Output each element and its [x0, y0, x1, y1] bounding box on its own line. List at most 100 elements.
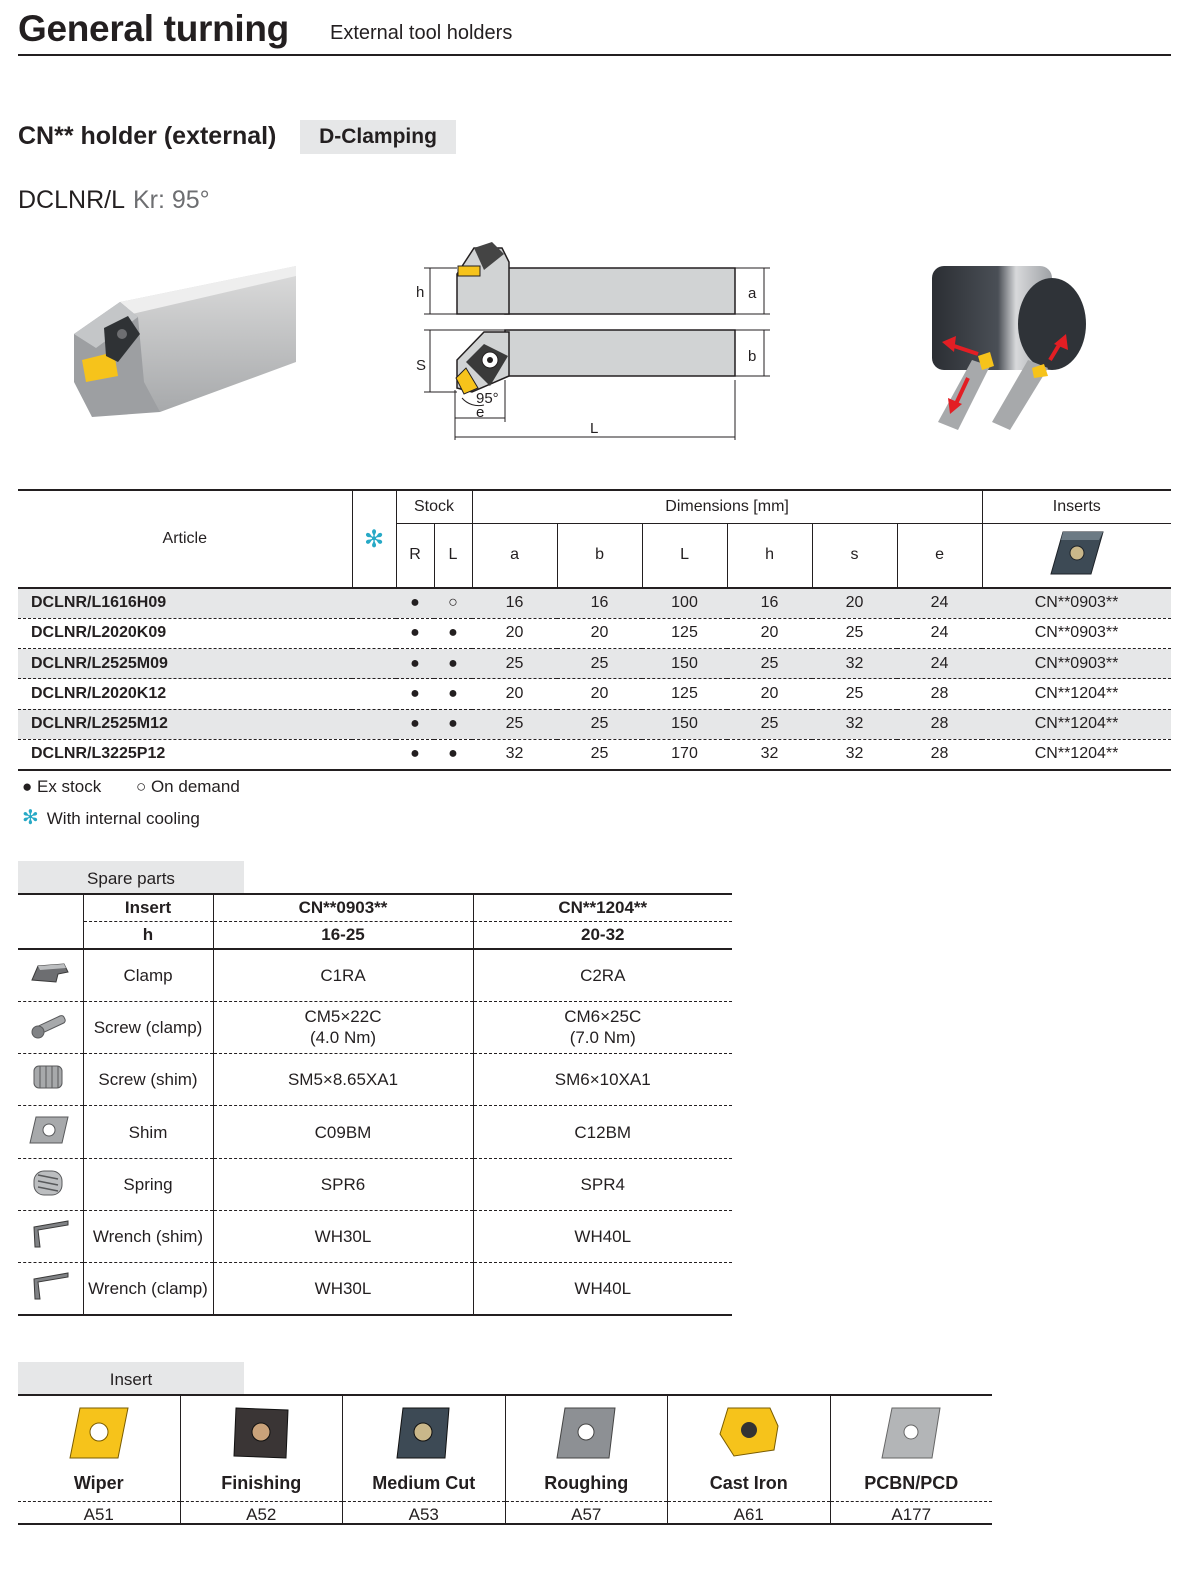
- dim-L-header: L: [641, 523, 728, 589]
- screw-clamp-icon: [18, 1001, 83, 1055]
- sp-part-name: Clamp: [82, 949, 213, 1002]
- dim-a-label: a: [748, 285, 757, 302]
- spare-parts-label: Spare parts: [18, 861, 244, 894]
- dim-s-label: S: [416, 357, 426, 374]
- insert-image-header: [981, 523, 1171, 589]
- dim-h-label: h: [416, 284, 424, 301]
- cooling-header: ✻: [351, 490, 396, 589]
- article-table: Article ✻ Stock Dimensions [mm] Inserts …: [18, 489, 1171, 771]
- insert-wiper-icon: [69, 1407, 129, 1459]
- sp-v1: WH30L: [314, 1279, 372, 1299]
- sp-insert-label: Insert: [82, 893, 213, 922]
- stock-l-cell: ●: [434, 678, 473, 710]
- sp-v2: SM6×10XA1: [554, 1070, 651, 1090]
- insert-cell: CN**0903**: [982, 648, 1171, 680]
- article-cell: DCLNR/L2525M12: [18, 709, 352, 740]
- insert-cell: CN**1204**: [982, 739, 1171, 771]
- cooling-cell: [352, 588, 396, 619]
- sp-col1-insert: CN**0903**: [212, 893, 473, 922]
- legend-ex-stock: ● Ex stock: [22, 777, 102, 796]
- stock-r-header: R: [395, 523, 434, 589]
- stock-l-cell: ●: [434, 739, 473, 771]
- stock-r-cell: ●: [396, 709, 434, 740]
- dim-L-cell: 150: [642, 709, 728, 740]
- dim-b-cell: 25: [557, 709, 643, 740]
- insert-cell: CN**1204**: [982, 678, 1171, 710]
- sp-v1: C09BM: [314, 1122, 372, 1142]
- sp-v1-torque: (4.0 Nm): [309, 1028, 377, 1048]
- dim-angle-label: 95°: [476, 390, 499, 407]
- page-subtitle: External tool holders: [330, 22, 513, 44]
- model-name: DCLNR/L: [18, 186, 125, 214]
- dim-s-cell: 32: [812, 648, 898, 680]
- stock-r-cell: ●: [396, 648, 434, 680]
- stock-r-cell: ●: [396, 618, 434, 650]
- insert-name: Roughing: [544, 1473, 629, 1493]
- sp-col2-value: C12BM: [472, 1105, 732, 1159]
- sp-col1-value: CM5×22C(4.0 Nm): [212, 1001, 473, 1055]
- dim-e-cell: 28: [897, 739, 983, 771]
- insert-roughing-icon: [556, 1407, 616, 1459]
- dim-h-cell: 20: [727, 678, 813, 710]
- dim-b-cell: 20: [557, 678, 643, 710]
- insert-name: PCBN/PCD: [864, 1473, 959, 1493]
- insert-name: Cast Iron: [709, 1473, 788, 1493]
- cooling-cell: [352, 618, 396, 650]
- sp-col1-value: C09BM: [212, 1105, 473, 1159]
- sp-v2: C2RA: [580, 965, 626, 985]
- stock-l-cell: ●: [434, 709, 473, 740]
- sp-v2: C12BM: [574, 1122, 632, 1142]
- sp-v2: CM6×25C: [564, 1007, 642, 1027]
- stock-l-cell: ○: [434, 588, 473, 619]
- workpiece-illustration: [932, 266, 1086, 430]
- cooling-cell: [352, 739, 396, 771]
- insert-finishing-icon: [233, 1407, 289, 1459]
- sp-col1-value: WH30L: [212, 1210, 473, 1264]
- sp-v2-torque: (7.0 Nm): [569, 1028, 636, 1048]
- cooling-cell: [352, 678, 396, 710]
- dim-e-cell: 28: [897, 709, 983, 740]
- snowflake-icon: ✻: [22, 807, 39, 829]
- section-title: CN** holder (external): [18, 122, 277, 150]
- insert-code: A61: [668, 1501, 830, 1525]
- insert-medium-cut-icon: [396, 1407, 450, 1459]
- sp-v1: CM5×22C: [304, 1007, 382, 1027]
- insert-code: A52: [180, 1501, 342, 1525]
- sp-col2-value: SPR4: [472, 1158, 732, 1211]
- tool-holder-illustration: [74, 266, 296, 417]
- stock-r-cell: ●: [396, 739, 434, 771]
- spring-icon: [18, 1158, 83, 1211]
- sp-col2-value: WH40L: [472, 1262, 732, 1317]
- legend-cooling-text: With internal cooling: [46, 809, 200, 828]
- dimensions-header: Dimensions [mm]: [471, 490, 983, 524]
- dim-b-cell: 25: [557, 739, 643, 771]
- dim-a-cell: 25: [472, 648, 558, 680]
- stock-r-cell: ●: [396, 588, 434, 619]
- dim-b-label: b: [748, 348, 756, 365]
- dim-a-cell: 32: [472, 739, 558, 771]
- sp-col1-value: SM5×8.65XA1: [212, 1053, 473, 1107]
- sp-v1: SPR6: [320, 1174, 366, 1194]
- sp-h-label: h: [82, 921, 213, 950]
- dim-h-cell: 32: [727, 739, 813, 771]
- dim-s-cell: 32: [812, 739, 898, 771]
- dim-L-cell: 125: [642, 678, 728, 710]
- article-cell: DCLNR/L2525M09: [18, 648, 352, 680]
- dim-h-cell: 16: [727, 588, 813, 619]
- sp-part-name: Screw (shim): [82, 1053, 213, 1107]
- insert-code: A51: [18, 1501, 180, 1525]
- sp-v2: SPR4: [580, 1174, 625, 1194]
- dim-h-header: h: [726, 523, 813, 589]
- sp-part-name: Wrench (shim): [82, 1210, 213, 1264]
- sp-col2-h: 20-32: [472, 921, 732, 950]
